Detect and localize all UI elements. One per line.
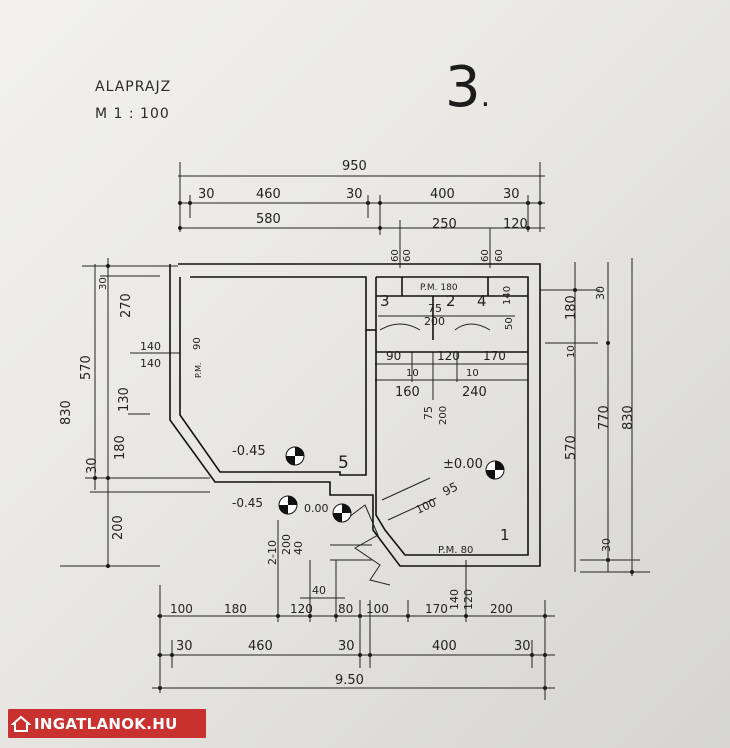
page-number-digit: 3	[445, 55, 481, 120]
dim-bot-30b: 30	[338, 639, 355, 654]
house-icon	[8, 709, 34, 738]
dim-low-200: 200	[280, 534, 293, 555]
dim-top-30a: 30	[198, 187, 215, 202]
dim-left-200: 200	[111, 515, 126, 540]
room-5: 5	[338, 453, 349, 473]
page-number-dot: .	[480, 79, 491, 114]
dim-left-270: 270	[119, 293, 134, 318]
dim-mid-170: 170	[483, 349, 506, 363]
dim-mid-140: 140	[502, 286, 513, 305]
dim-top-460: 460	[256, 187, 281, 202]
dim-left-830: 830	[59, 400, 74, 425]
dim-mid-200: 200	[424, 315, 445, 328]
dim-left-130: 130	[117, 387, 132, 412]
walls	[169, 263, 541, 567]
dim-bot-total: 9.50	[335, 673, 364, 688]
dim-bot-200: 200	[490, 602, 513, 616]
dim-left-570: 570	[79, 355, 94, 380]
dim-right-570: 570	[564, 435, 579, 460]
plan-title: ALAPRAJZ	[95, 79, 172, 95]
dim-left-30b: 30	[85, 457, 100, 474]
room-4: 4	[477, 292, 487, 310]
dim-left-140a: 140	[140, 340, 161, 353]
dim-right-180: 180	[564, 295, 579, 320]
dim-bot-400: 400	[432, 639, 457, 654]
room-labels: 1 2 3 4 5 P.M. 180 P.M. 80 P.M.	[194, 283, 510, 556]
dim-mid-75a: 75	[428, 302, 442, 315]
dimension-ticks	[93, 201, 634, 690]
dim-top-30b: 30	[346, 187, 363, 202]
label-pm180: P.M. 180	[420, 283, 458, 293]
dim-top-250: 250	[432, 217, 457, 232]
dim-top-60b: 60	[402, 249, 413, 262]
level-m045-a: -0.45	[232, 444, 266, 459]
dim-right-10: 10	[566, 345, 577, 358]
dim-left-90: 90	[192, 337, 203, 350]
dim-low-210: 2-10	[266, 540, 279, 565]
dim-bot-80: 80	[338, 602, 353, 616]
brand-logo-text: INGATLANOK.HU	[34, 714, 178, 733]
level-labels: ±0.00 -0.45 -0.45 0.00	[232, 444, 483, 515]
dimension-lines	[60, 162, 650, 700]
dim-right-30a: 30	[594, 286, 607, 300]
dim-top-60c: 60	[480, 249, 491, 262]
dim-mid-75b: 75	[422, 406, 435, 420]
dim-top-total: 950	[342, 159, 367, 174]
stairs-and-doors	[330, 323, 491, 586]
dim-bot-120: 120	[290, 602, 313, 616]
dimension-labels: 950 30 460 30 400 30 580 250 120 60 60 6…	[59, 159, 636, 688]
dim-top-60a: 60	[390, 249, 401, 262]
dim-bot-100: 100	[170, 602, 193, 616]
dim-left-140b: 140	[140, 357, 161, 370]
dim-low-40b: 40	[312, 584, 326, 597]
dim-bot-120b: 120	[462, 589, 475, 610]
room-1: 1	[500, 526, 510, 544]
dim-right-30b: 30	[600, 538, 613, 552]
dim-mid-95: 95	[440, 480, 460, 499]
dim-bot-30c: 30	[514, 639, 531, 654]
dim-top-60d: 60	[494, 249, 505, 262]
dim-bot-180: 180	[224, 602, 247, 616]
dim-right-770: 770	[597, 405, 612, 430]
dim-mid-120: 120	[437, 349, 460, 363]
dim-right-830: 830	[621, 405, 636, 430]
dim-mid-160: 160	[395, 385, 420, 400]
dim-left-30a: 30	[98, 277, 109, 290]
dim-mid-10b: 10	[466, 368, 479, 379]
level-m045-b: -0.45	[232, 496, 263, 510]
dim-low-40: 40	[292, 541, 305, 555]
dim-bot-100b: 100	[366, 602, 389, 616]
room-3: 3	[380, 292, 390, 310]
brand-logo[interactable]: INGATLANOK.HU	[8, 709, 206, 738]
dim-top-120: 120	[503, 217, 528, 232]
dim-bot-140: 140	[448, 589, 461, 610]
dim-top-30c: 30	[503, 187, 520, 202]
dim-mid-200b: 200	[438, 406, 449, 425]
label-pm80: P.M. 80	[438, 545, 473, 556]
dim-top-580: 580	[256, 212, 281, 227]
dim-left-180: 180	[113, 435, 128, 460]
dim-bot-460: 460	[248, 639, 273, 654]
dim-mid-240: 240	[462, 385, 487, 400]
label-pm-side: P.M.	[194, 362, 203, 378]
level-markers	[278, 446, 505, 523]
page-number: 3.	[445, 55, 490, 120]
level-000: 0.00	[304, 502, 329, 515]
dim-mid-50: 50	[504, 317, 515, 330]
level-main: ±0.00	[443, 457, 483, 472]
dim-top-400: 400	[430, 187, 455, 202]
dim-mid-10a: 10	[406, 368, 419, 379]
dim-bot-30a: 30	[176, 639, 193, 654]
dim-bot-170: 170	[425, 602, 448, 616]
room-2: 2	[446, 292, 456, 310]
plan-scale: M 1 : 100	[95, 106, 170, 122]
dim-mid-90: 90	[386, 349, 401, 363]
